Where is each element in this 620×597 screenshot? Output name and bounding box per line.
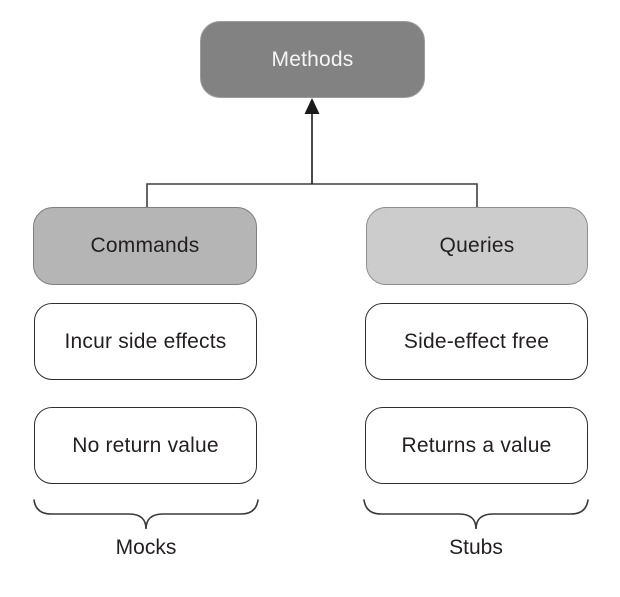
node-methods-label: Methods: [271, 47, 354, 71]
attribute-no-return-value: No return value: [34, 407, 257, 484]
node-commands: Commands: [33, 207, 257, 285]
arrow-up-icon: [304, 98, 320, 114]
attribute-label: Returns a value: [401, 433, 552, 457]
attribute-returns-a-value: Returns a value: [365, 407, 588, 484]
attribute-incur-side-effects: Incur side effects: [34, 303, 257, 380]
group-label-mocks: Mocks: [115, 536, 177, 559]
branch-connector: [146, 183, 478, 207]
node-commands-label: Commands: [90, 234, 200, 257]
node-queries-label: Queries: [439, 234, 515, 257]
attribute-label: No return value: [72, 433, 219, 457]
attribute-label: Side-effect free: [403, 329, 550, 353]
brace-left-icon: [33, 499, 259, 530]
attribute-label: Incur side effects: [64, 329, 227, 353]
node-methods: Methods: [200, 21, 425, 98]
node-queries: Queries: [366, 207, 588, 285]
group-label-stubs: Stubs: [449, 536, 503, 559]
brace-right-icon: [363, 499, 589, 530]
attribute-side-effect-free: Side-effect free: [365, 303, 588, 380]
